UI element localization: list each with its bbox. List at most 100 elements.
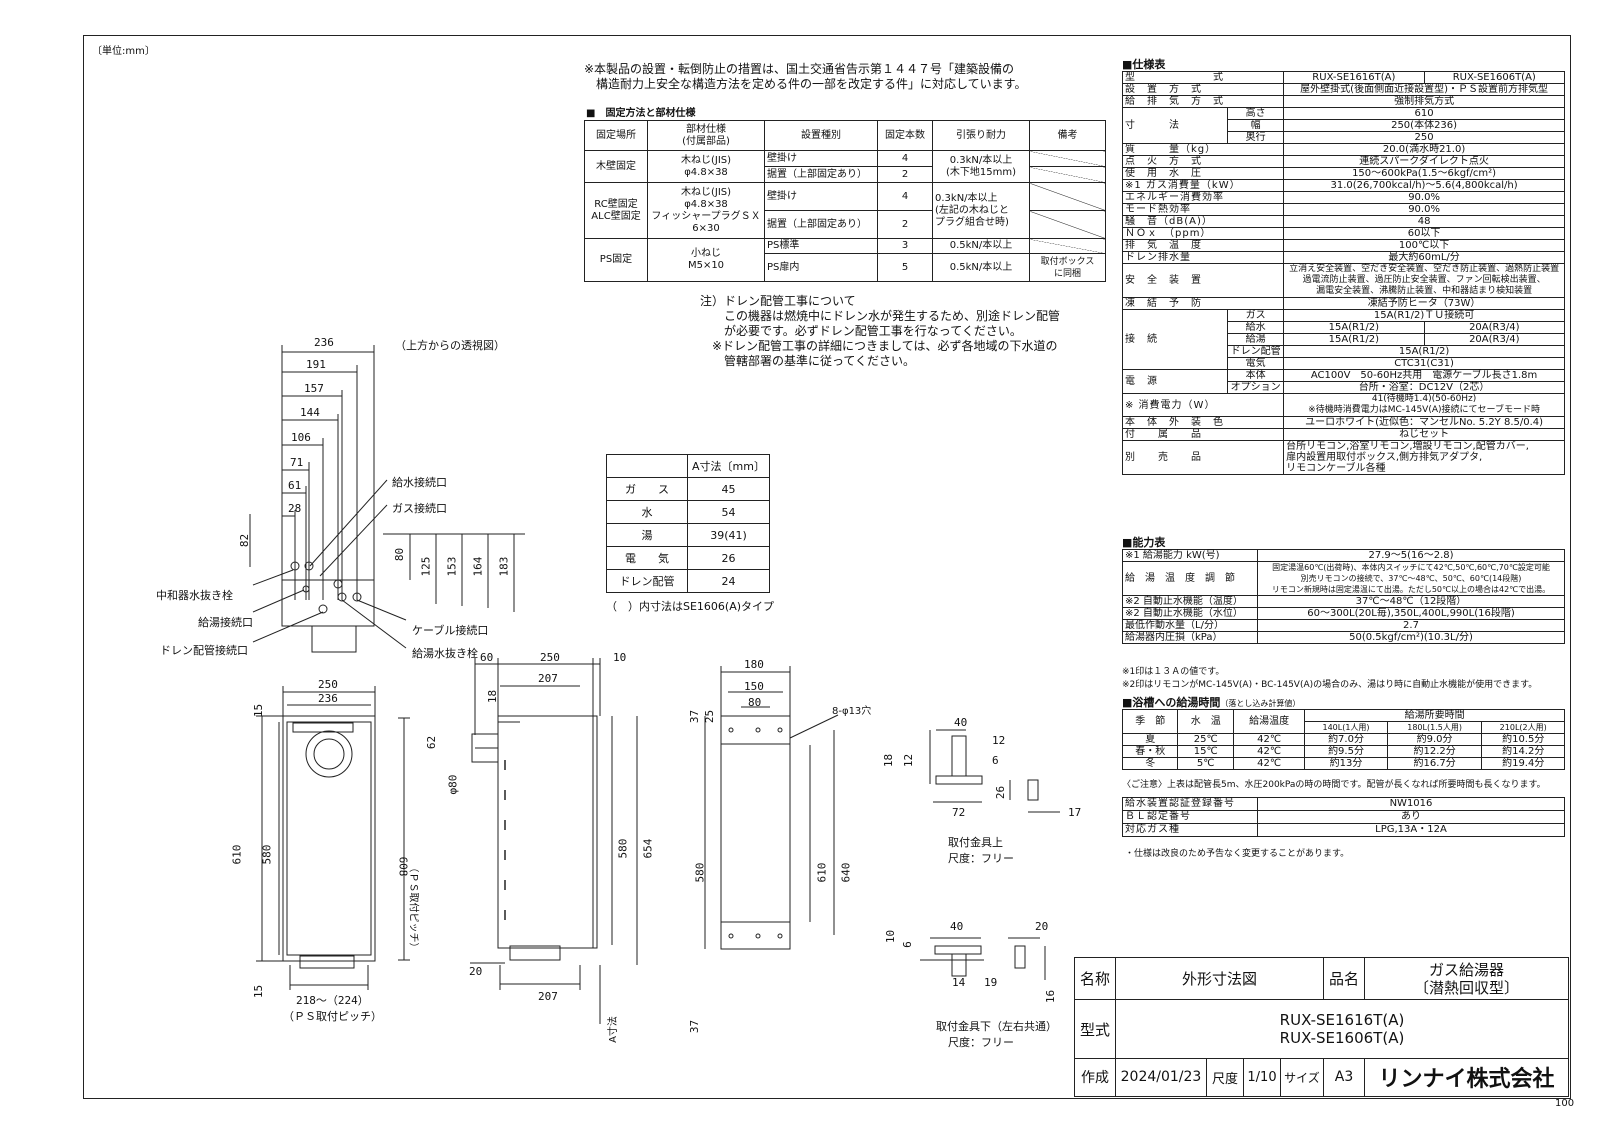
bath-t: 約9.5分 bbox=[1304, 745, 1388, 758]
spec-label-model: 型 式 bbox=[1121, 71, 1285, 84]
spec-sub: 幅 bbox=[1226, 119, 1285, 132]
front-h-outer: 610 bbox=[230, 844, 244, 865]
spec-value: 610 bbox=[1283, 107, 1565, 120]
cap-label: 最低作動水量（L/分） bbox=[1122, 619, 1258, 632]
spec-label: 点 火 方 式 bbox=[1121, 155, 1285, 168]
dim-top-7: 28 bbox=[288, 502, 302, 515]
bath-h0: 季 節 bbox=[1121, 709, 1179, 734]
bb-scale: 尺度：フリー bbox=[948, 1036, 1014, 1049]
spec-change-note: ・仕様は改良のため予告なく変更することがあります。 bbox=[1125, 849, 1350, 859]
bt-w40: 40 bbox=[954, 716, 968, 729]
back-w180: 180 bbox=[744, 658, 764, 671]
spec-value: 60以下 bbox=[1283, 227, 1565, 240]
a-label-4: ドレン配管 bbox=[606, 569, 688, 593]
cap-label: 給湯器内圧損（kPa） bbox=[1122, 631, 1258, 644]
dim-top-0: 236 bbox=[314, 336, 334, 349]
spec-value: 15A(R1/2) bbox=[1283, 345, 1565, 358]
capacity-title: ■能力表 bbox=[1122, 536, 1166, 549]
bt-h12: 12 bbox=[992, 734, 1006, 747]
side-d-back: 10 bbox=[613, 651, 627, 664]
cap-value: 27.9〜5(16〜2.8) bbox=[1257, 549, 1565, 562]
back-h610: 610 bbox=[815, 862, 829, 883]
side-phi: φ80 bbox=[446, 774, 460, 795]
a-value-1: 54 bbox=[687, 500, 770, 524]
spec-value: 41(待機時1.4)(50-60Hz) ※待機時消費電力はMC-145V(A)接… bbox=[1283, 393, 1565, 417]
spec-model-1: RUX-SE1606T(A) bbox=[1423, 71, 1566, 84]
cert-label: ＢＬ認定番号 bbox=[1122, 810, 1258, 824]
front-ps-h: 218〜（224） bbox=[296, 994, 369, 1007]
spec-label: ※1 ガス消費量（kW） bbox=[1121, 179, 1285, 192]
bath-title-text: ■浴槽への給湯時間 bbox=[1122, 696, 1221, 709]
outline-drawings bbox=[249, 345, 1060, 1024]
bt-h12b: 12 bbox=[902, 753, 916, 768]
fix-rc-count-0: 4 bbox=[877, 182, 933, 211]
regulation-note: ※本製品の設置・転倒防止の措置は、国土交通省告示第１４４７号「建築設備の 構造耐… bbox=[584, 62, 1027, 91]
spec-sub: 電気 bbox=[1226, 357, 1285, 370]
bath-h2: 給湯温度 bbox=[1232, 709, 1306, 734]
fix-h1: 部材仕様 (付属部品) bbox=[647, 120, 765, 151]
fix-ps-place: PS固定 bbox=[584, 238, 648, 282]
a-value-4: 24 bbox=[687, 569, 770, 593]
tb-size-label: サイズ bbox=[1280, 1057, 1324, 1098]
bb-w14: 14 bbox=[952, 976, 966, 989]
fix-wood-place: 木壁固定 bbox=[584, 150, 648, 183]
spec-value: 15A(R1/2) bbox=[1283, 333, 1425, 346]
bath-table: 季 節 水 温 給湯温度 給湯所要時間 140L(1人用) 180L(1.5人用… bbox=[1121, 709, 1565, 770]
spec-value: ユーロホワイト(近似色：マンセルNo. 5.2Y 8.5/0.4) bbox=[1283, 416, 1565, 429]
bath-t: 約10.5分 bbox=[1481, 733, 1565, 746]
a-value-2: 39(41) bbox=[687, 523, 770, 547]
spec-value: 強制排気方式 bbox=[1283, 95, 1565, 108]
dim-top-2: 157 bbox=[304, 382, 324, 395]
spec-label: 給 排 気 方 式 bbox=[1121, 95, 1285, 108]
cert-label: 対応ガス種 bbox=[1122, 823, 1258, 837]
spec-label: 寸 法 bbox=[1122, 107, 1228, 144]
fix-ps-count-1: 5 bbox=[877, 253, 933, 282]
bath-sh0: 140L(1人用) bbox=[1304, 721, 1388, 734]
side-h62: 62 bbox=[425, 735, 439, 750]
bath-t: 約9.0分 bbox=[1386, 733, 1483, 746]
tb-model-label: 型式 bbox=[1074, 999, 1116, 1059]
a-value-0: 45 bbox=[687, 477, 770, 501]
label-hot-drain: 給湯水抜き栓 bbox=[412, 647, 478, 660]
bath-t: 約16.7分 bbox=[1386, 757, 1483, 770]
bath-t: 約12.2分 bbox=[1386, 745, 1483, 758]
spec-label: モード熱効率 bbox=[1121, 203, 1285, 216]
spec-value: 20A(R3/4) bbox=[1423, 333, 1566, 346]
dim-right-4: 183 bbox=[497, 556, 511, 577]
spec-value: 台所・浴室：DC12V（2芯） bbox=[1283, 381, 1565, 394]
capacity-table: ※1 給湯能力 kW(号)27.9〜5(16〜2.8) 給 湯 温 度 調 節固… bbox=[1122, 549, 1565, 644]
spec-label: 使 用 水 圧 bbox=[1121, 167, 1285, 180]
tb-name-label: 名称 bbox=[1074, 956, 1116, 1001]
cert-value: LPG,13A・12A bbox=[1257, 823, 1565, 837]
tb-product-value: ガス給湯器 〔潜熱回収型〕 bbox=[1364, 956, 1569, 1001]
spec-label: 電 源 bbox=[1122, 369, 1228, 394]
bath-title-small: （落とし込み計算値） bbox=[1220, 699, 1301, 708]
dim-right-2: 153 bbox=[445, 556, 459, 577]
dim-left: 82 bbox=[238, 533, 252, 548]
fix-rc-place: RC壁固定 ALC壁固定 bbox=[584, 182, 648, 239]
cap-value: 60〜300L(20L毎),350L,400L,990L(16段階) bbox=[1257, 607, 1565, 620]
front-h-inner: 580 bbox=[260, 844, 274, 865]
fix-h2: 設置種別 bbox=[764, 120, 878, 151]
dim-top-5: 71 bbox=[290, 456, 304, 469]
page-number: 100 bbox=[1555, 1098, 1575, 1109]
spec-value: 150〜600kPa(1.5〜6kgf/cm²) bbox=[1283, 167, 1565, 180]
cap-label: ※2 自動止水機能（温度） bbox=[1122, 595, 1258, 608]
bb-h10: 10 bbox=[884, 929, 898, 944]
bath-t: 約7.0分 bbox=[1304, 733, 1388, 746]
bath-hot: 42℃ bbox=[1232, 733, 1306, 746]
side-a-dim: A寸法 bbox=[607, 1016, 619, 1043]
back-h640: 640 bbox=[839, 862, 853, 883]
bath-sh1: 180L(1.5人用) bbox=[1386, 721, 1483, 734]
spec-label: エネルギー消費効率 bbox=[1121, 191, 1285, 204]
side-h580: 580 bbox=[616, 838, 630, 859]
fixing-title: ■ 固定方法と部材仕様 bbox=[586, 108, 696, 119]
spec-value: 台所リモコン,浴室リモコン,増設リモコン,配管カバー, 扉内設置用取付ボックス,… bbox=[1283, 440, 1565, 475]
tb-model-value: RUX-SE1616T(A) RUX-SE1606T(A) bbox=[1115, 999, 1569, 1059]
bb-title: 取付金具下（左右共通） bbox=[936, 1020, 1057, 1033]
spec-value: 15A(R1/2)ＴＵ接続可 bbox=[1283, 309, 1565, 322]
bb-h19: 19 bbox=[984, 976, 998, 989]
spec-title: ■仕様表 bbox=[1122, 58, 1166, 71]
cap-label: ※2 自動止水機能（水位） bbox=[1122, 607, 1258, 620]
bath-hot: 42℃ bbox=[1232, 745, 1306, 758]
